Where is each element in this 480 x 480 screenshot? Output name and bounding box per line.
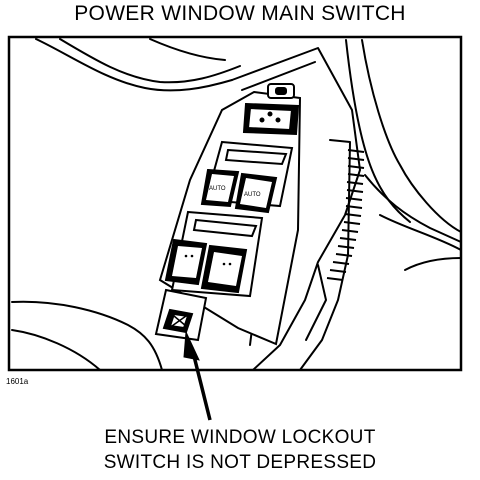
upper-trim-line-3	[149, 38, 226, 61]
armrest-inner-edge	[241, 61, 316, 91]
mirror-control-switch	[242, 83, 300, 136]
window-lockout-switch	[154, 288, 208, 342]
door-edge-4	[379, 214, 462, 251]
callout-arrow	[183, 330, 212, 421]
driver-window-switch: AUTO	[200, 168, 240, 208]
door-edge-outer	[361, 39, 462, 233]
door-edge-inner	[345, 39, 411, 223]
lower-trim-line-2	[11, 329, 101, 371]
grip-texture	[326, 149, 365, 281]
upper-trim-line-2	[59, 38, 241, 84]
caption-line-2: SWITCH IS NOT DEPRESSED	[103, 452, 377, 473]
auto-label-left: AUTO	[209, 186, 226, 192]
door-edge-5	[404, 257, 462, 271]
lower-trim-line	[11, 300, 163, 371]
passenger-window-switch: AUTO	[234, 172, 278, 214]
upper-trim-line	[35, 38, 233, 92]
auto-label-right: AUTO	[244, 192, 261, 198]
diagram-title: POWER WINDOW MAIN SWITCH	[74, 2, 406, 25]
rear-right-window-switch	[200, 244, 248, 294]
figure-id: 1601a	[6, 377, 29, 386]
caption-line-1: ENSURE WINDOW LOCKOUT	[104, 427, 376, 448]
rear-left-window-switch	[164, 238, 208, 286]
pull-handle-inner	[305, 264, 327, 341]
door-edge-3	[364, 174, 462, 243]
pull-handle	[299, 139, 351, 371]
